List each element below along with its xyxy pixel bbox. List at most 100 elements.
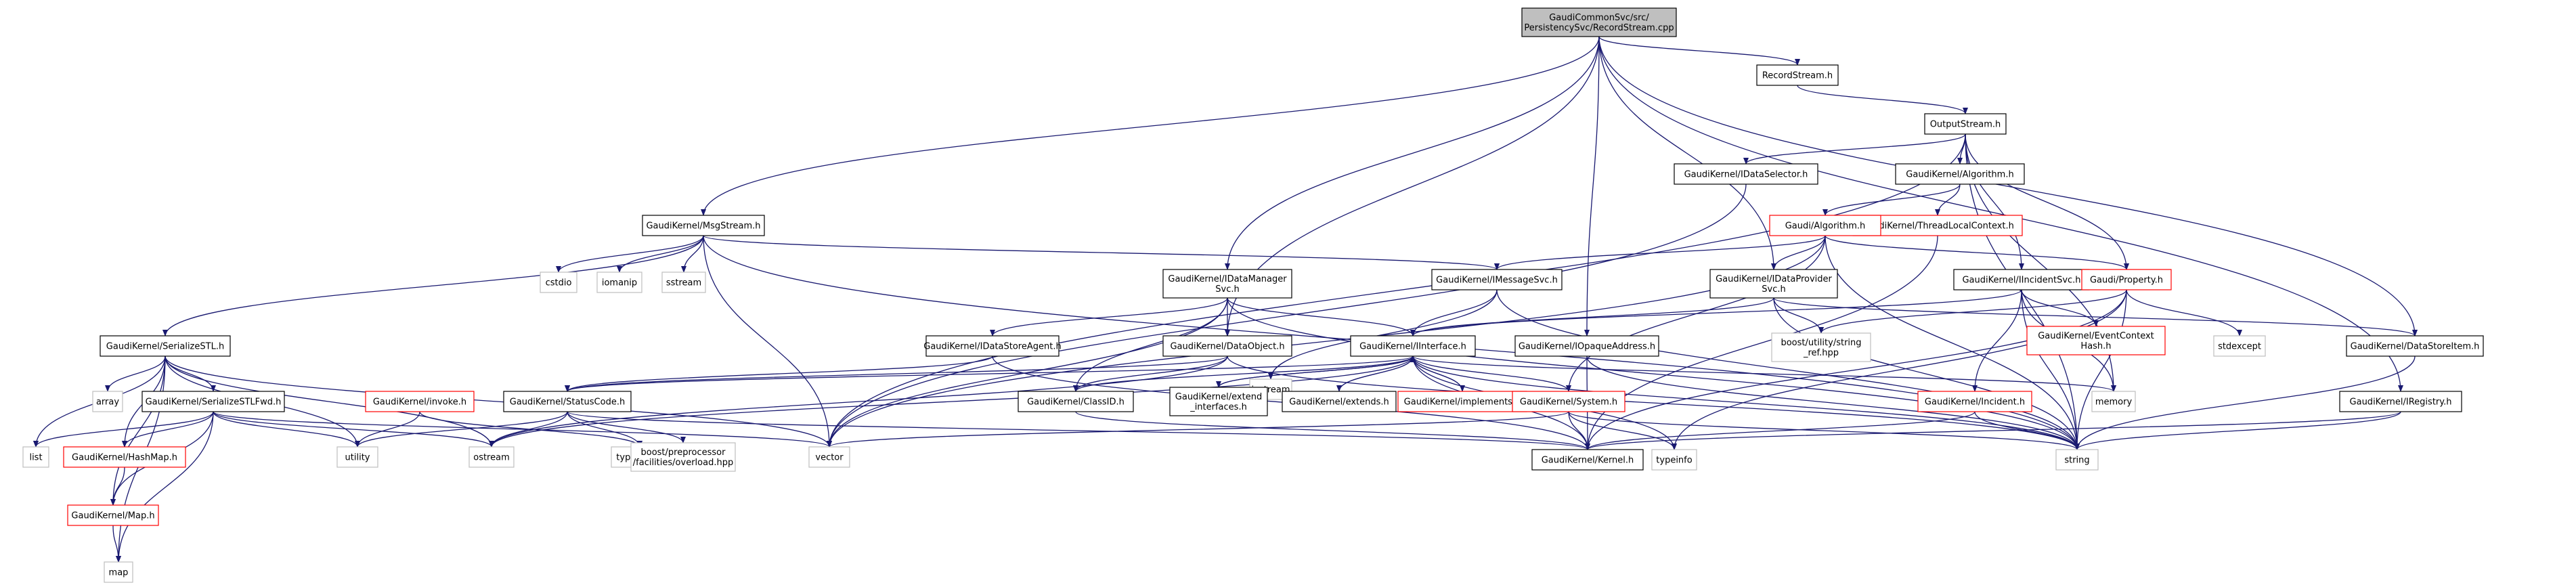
node-gaudikernel-extends-h[interactable]: GaudiKernel/extends.h <box>1282 391 1397 412</box>
node-outputstream-h[interactable]: OutputStream.h <box>1924 113 2007 135</box>
node-gaudi-algorithm-h[interactable]: Gaudi/Algorithm.h <box>1769 215 1881 236</box>
edge-arrow <box>1268 289 1498 380</box>
node-gaudikernel-classid-h[interactable]: GaudiKernel/ClassID.h <box>1018 391 1134 412</box>
edge-arrow <box>1598 36 2418 337</box>
node-label: _interfaces.h <box>1189 402 1247 412</box>
node-box <box>2339 391 2462 412</box>
node-gaudikernel-imessagesvc-h[interactable]: GaudiKernel/IMessageSvc.h <box>1431 269 1563 290</box>
node-gaudikernel-iincidentsvc-h[interactable]: GaudiKernel/IIncidentSvc.h <box>1953 269 2090 290</box>
edge-outputstream-to-iincidentsvc <box>1965 133 2024 270</box>
edge-arrow <box>703 235 832 448</box>
node-box <box>1018 391 1134 412</box>
node-box <box>540 272 577 293</box>
edge-arrow <box>681 235 704 273</box>
edge-arrow <box>1410 289 2022 337</box>
edge-serializestl-to-vector <box>165 355 832 448</box>
node-gaudikernel-idatastoreagent-h[interactable]: GaudiKernel/IDataStoreAgent.h <box>923 335 1062 357</box>
edge-iinterface-to-system <box>1412 355 1571 392</box>
edge-arrow <box>990 297 1228 337</box>
node-label: GaudiKernel/DataObject.h <box>1170 342 1284 352</box>
edge-dataobject-to-statuscode <box>565 355 1228 392</box>
edge-arrow <box>1797 85 1968 114</box>
node-gaudikernel-msgstream-h[interactable]: GaudiKernel/MsgStream.h <box>642 215 765 236</box>
node-vector: vector <box>808 446 850 468</box>
node-gaudikernel-incident-h[interactable]: GaudiKernel/Incident.h <box>1917 391 2032 412</box>
node-gaudikernel-serializestlfwd-h[interactable]: GaudiKernel/SerializeSTLFwd.h <box>141 391 285 412</box>
node-gaudikernel-map-h[interactable]: GaudiKernel/Map.h <box>67 504 159 526</box>
node-box <box>1895 163 2025 185</box>
node-gaudikernel-algorithm-h[interactable]: GaudiKernel/Algorithm.h <box>1895 163 2025 185</box>
edge-arrow <box>1771 235 1826 270</box>
node-gaudikernel-implements-h[interactable]: GaudiKernel/implements.h <box>1397 391 1527 412</box>
edge-idatastoreagent-to-statuscode <box>565 355 993 392</box>
edge-arrow <box>1568 411 1677 450</box>
edge-iincidentsvc-to-string <box>2021 289 2080 450</box>
node-gaudi-property-h[interactable]: Gaudi/Property.h <box>2081 269 2172 290</box>
node-gaudikernel-idataselector-h[interactable]: GaudiKernel/IDataSelector.h <box>1674 163 1818 185</box>
node-gaudikernel-iopaqueaddress-h[interactable]: GaudiKernel/IOpaqueAddress.h <box>1514 335 1659 357</box>
edge-arrow <box>556 235 704 273</box>
node-list: list <box>22 446 49 468</box>
node-gaudikernel-extend-interfaces-h[interactable]: GaudiKernel/extend_interfaces.h <box>1169 387 1268 416</box>
edge-idataprovider-to-iinterface <box>1410 297 1774 337</box>
edge-arrow <box>116 411 214 563</box>
node-utility: utility <box>336 446 378 468</box>
node-label: GaudiKernel/Kernel.h <box>1542 456 1634 466</box>
node-gaudikernel-statuscode-h[interactable]: GaudiKernel/StatusCode.h <box>503 391 632 412</box>
node-gaudikernel-iregistry-h[interactable]: GaudiKernel/IRegistry.h <box>2339 391 2462 412</box>
edge-arrow <box>1972 289 2022 392</box>
edge-root-to-msgstream <box>701 36 1600 216</box>
node-gaudikernel-dataobject-h[interactable]: GaudiKernel/DataObject.h <box>1162 335 1292 357</box>
edge-idatamanager-to-string <box>1227 297 2080 450</box>
edge-outputstream-to-idataselector <box>1743 133 1966 165</box>
node-memory: memory <box>2091 391 2136 412</box>
node-gaudikernel-iinterface-h[interactable]: GaudiKernel/IInterface.h <box>1350 335 1476 357</box>
edge-serializestl-to-ostream <box>165 355 494 448</box>
edge-root-to-idataprovider <box>1598 36 1776 270</box>
edge-arrow <box>1227 355 2080 450</box>
edge-arrow <box>213 411 360 448</box>
node-label: Hash.h <box>2080 341 2111 351</box>
edge-outputstream-to-vector <box>827 133 1966 448</box>
edge-arrow <box>1743 133 1966 165</box>
edge-arrow <box>1825 235 2080 450</box>
node-box <box>808 446 850 468</box>
edge-algorithm_gk-to-gaudi_algorithm <box>1822 183 1961 216</box>
node-gaudikernel-kernel-h[interactable]: GaudiKernel/Kernel.h <box>1531 449 1644 471</box>
node-gaudikernel-datastoreitem-h[interactable]: GaudiKernel/DataStoreItem.h <box>2346 335 2484 357</box>
edge-idataprovider-to-datastoreitem <box>1773 297 2418 337</box>
node-label: GaudiKernel/extends.h <box>1289 397 1389 408</box>
edge-msgstream-to-cstdio <box>556 235 704 273</box>
node-label: map <box>109 568 129 578</box>
edge-iincidentsvc-to-iinterface <box>1410 289 2022 337</box>
edge-outputstream-to-property <box>1965 133 2129 270</box>
edge-arrow <box>122 411 214 448</box>
edge-arrow <box>1338 355 1416 392</box>
node-label: RecordStream.h <box>1762 71 1833 81</box>
edge-gaudi_algorithm-to-imessagesvc <box>1494 235 1826 270</box>
edge-arrow <box>110 467 125 506</box>
edge-arrow <box>1584 36 1600 337</box>
node-box <box>1651 449 1697 471</box>
edge-idataprovider-to-boost_string_ref <box>1773 297 1824 334</box>
node-stdexcept: stdexcept <box>2213 335 2266 357</box>
node-gaudikernel-invoke-h[interactable]: GaudiKernel/invoke.h <box>365 391 475 412</box>
node-recordstream-h[interactable]: RecordStream.h <box>1756 64 1839 86</box>
edge-arrow <box>2021 289 2080 450</box>
edge-arrow <box>355 411 568 448</box>
node-box <box>100 335 231 357</box>
node-gaudikernel-hashmap-h[interactable]: GaudiKernel/HashMap.h <box>63 446 186 468</box>
node-label: PersistencySvc/RecordStream.cpp <box>1524 23 1674 33</box>
node-gaudikernel-system-h[interactable]: GaudiKernel/System.h <box>1512 391 1625 412</box>
edge-datastoreitem-to-string <box>2074 355 2416 450</box>
node-gaudikernel-serializestl-h[interactable]: GaudiKernel/SerializeSTL.h <box>100 335 231 357</box>
node-label: GaudiCommonSvc/src/ <box>1549 13 1649 23</box>
node-gaudicommonsvc-src-persistencysvc-recordstream-cpp[interactable]: GaudiCommonSvc/src/PersistencySvc/Record… <box>1521 7 1677 37</box>
node-layer: GaudiCommonSvc/src/PersistencySvc/Record… <box>22 7 2484 583</box>
edge-iinterface-to-memory <box>1412 355 2116 392</box>
node-label: array <box>96 397 119 408</box>
node-label: GaudiKernel/IDataManager <box>1168 274 1287 284</box>
